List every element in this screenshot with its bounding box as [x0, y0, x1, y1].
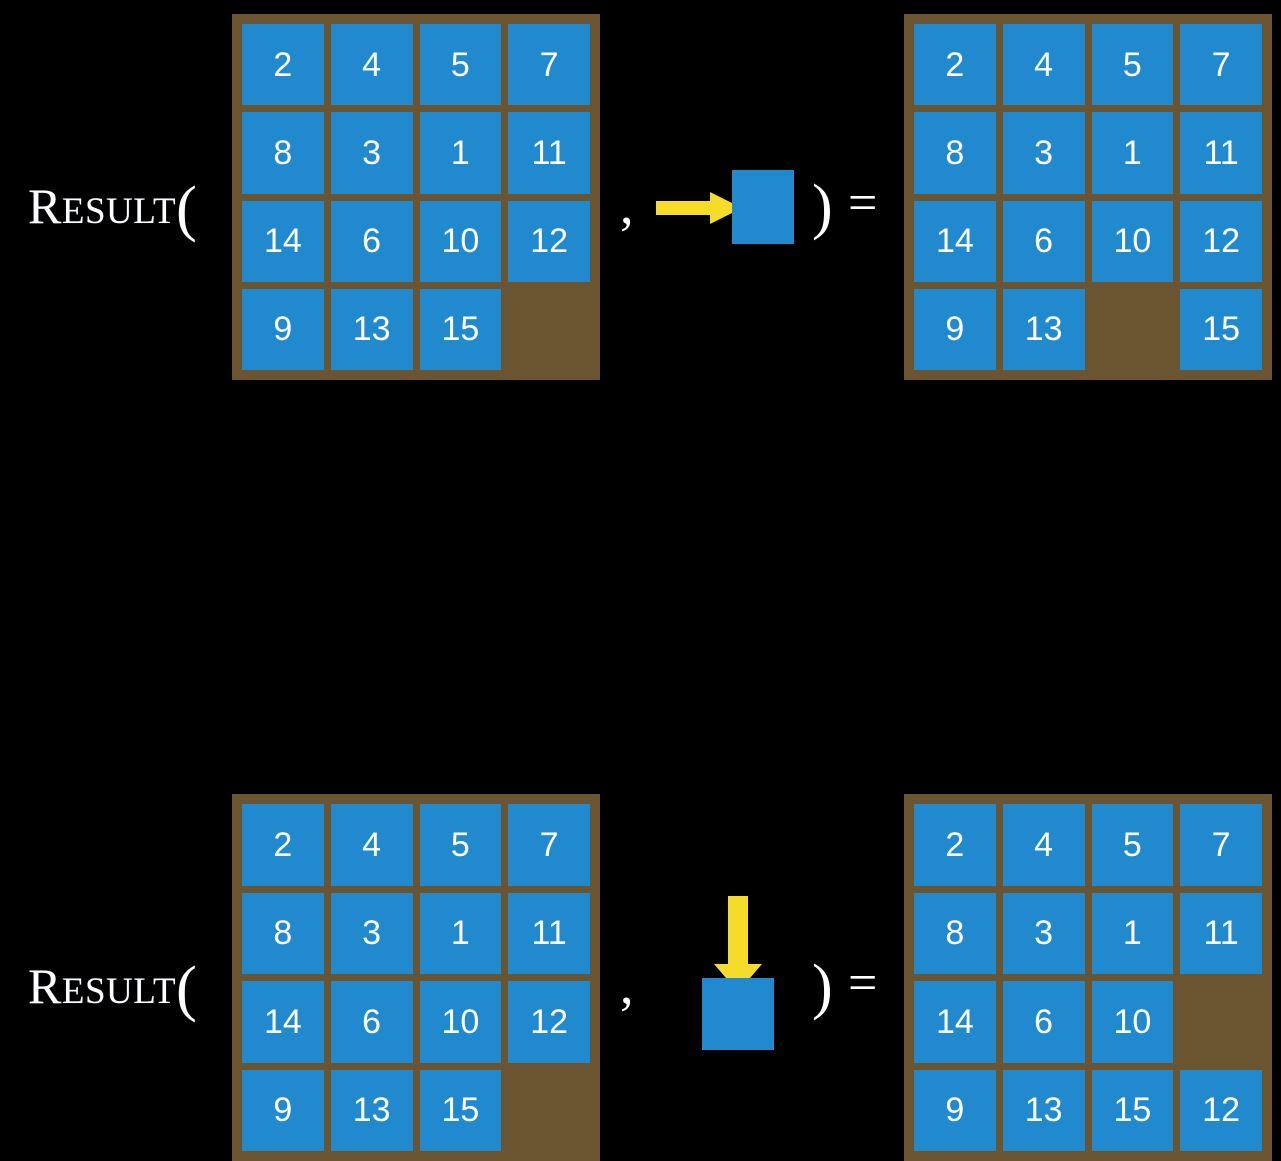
input-board-row-2[interactable]: 2 4 5 7 8 3 1 11 14 6 10 12 9 13 15: [232, 794, 600, 1161]
tile[interactable]: 8: [914, 112, 996, 194]
output-board-row-1[interactable]: 2 4 5 7 8 3 1 11 14 6 10 12 9 13 15: [904, 14, 1272, 380]
tile[interactable]: 5: [1091, 804, 1174, 886]
output-board-row-2[interactable]: 2 4 5 7 8 3 1 11 14 6 10 9 13 15 12: [904, 794, 1272, 1161]
tile[interactable]: 14: [242, 981, 324, 1063]
tile[interactable]: 3: [1002, 112, 1085, 194]
argument-separator-comma: ,: [620, 175, 634, 235]
result-label-rest: ESULT: [61, 191, 177, 232]
tile[interactable]: 15: [1091, 1069, 1174, 1151]
tile[interactable]: 10: [419, 200, 502, 282]
tile[interactable]: 15: [419, 288, 502, 370]
tile[interactable]: 11: [508, 112, 590, 194]
tile[interactable]: 7: [508, 24, 590, 106]
tile[interactable]: 7: [1180, 24, 1262, 106]
result-label-rest: ESULT: [61, 971, 177, 1012]
right-arrow-icon: [656, 192, 742, 224]
tile[interactable]: 8: [242, 892, 324, 974]
tile[interactable]: 14: [242, 200, 324, 282]
tile[interactable]: 2: [242, 804, 324, 886]
tile[interactable]: 2: [914, 24, 996, 106]
tile[interactable]: 15: [1180, 288, 1262, 370]
blank-tile[interactable]: [1180, 981, 1262, 1063]
result-function-label: RESULT(: [28, 172, 197, 240]
tile[interactable]: 1: [419, 892, 502, 974]
tile[interactable]: 10: [1091, 981, 1174, 1063]
tile[interactable]: 12: [508, 200, 590, 282]
blank-tile[interactable]: [508, 1070, 590, 1152]
tile[interactable]: 9: [242, 1069, 324, 1151]
tile[interactable]: 4: [1002, 804, 1085, 886]
result-label-initial: R: [28, 958, 62, 1014]
blank-tile-icon: [702, 978, 774, 1050]
tile[interactable]: 2: [914, 804, 996, 886]
tile[interactable]: 14: [914, 200, 996, 282]
tile[interactable]: 9: [242, 288, 324, 370]
tile[interactable]: 1: [1091, 892, 1174, 974]
tile[interactable]: 8: [914, 892, 996, 974]
argument-separator-comma: ,: [620, 955, 634, 1015]
tile[interactable]: 6: [1002, 981, 1085, 1063]
tile[interactable]: 4: [330, 804, 413, 886]
tile[interactable]: 10: [419, 981, 502, 1063]
tile[interactable]: 4: [330, 24, 413, 106]
tile[interactable]: 11: [1180, 892, 1262, 974]
tile[interactable]: 3: [1002, 892, 1085, 974]
tile[interactable]: 6: [330, 200, 413, 282]
input-board-row-1[interactable]: 2 4 5 7 8 3 1 11 14 6 10 12 9 13 15: [232, 14, 600, 380]
equation-row-2: RESULT( 2 4 5 7 8 3 1 11 14 6 10 12 9 13…: [0, 390, 1281, 1161]
tile[interactable]: 12: [1180, 200, 1262, 282]
blank-tile[interactable]: [508, 289, 590, 370]
tile[interactable]: 13: [330, 1069, 413, 1151]
tile[interactable]: 10: [1091, 200, 1174, 282]
action-move-right: [656, 170, 806, 248]
tile[interactable]: 9: [914, 1069, 996, 1151]
tile[interactable]: 6: [330, 981, 413, 1063]
blank-tile[interactable]: [1092, 289, 1174, 370]
equals-sign: =: [848, 175, 878, 232]
tile[interactable]: 14: [914, 981, 996, 1063]
tile[interactable]: 9: [914, 288, 996, 370]
tile[interactable]: 12: [1180, 1069, 1262, 1151]
result-label-initial: R: [28, 178, 62, 234]
result-function-label: RESULT(: [28, 952, 197, 1020]
tile[interactable]: 12: [508, 981, 590, 1063]
tile[interactable]: 5: [419, 24, 502, 106]
tile[interactable]: 13: [330, 288, 413, 370]
action-move-down: [698, 896, 808, 1052]
tile[interactable]: 2: [242, 24, 324, 106]
close-paren: ): [812, 173, 833, 241]
equation-row-1: RESULT( 2 4 5 7 8 3 1 11 14 6 10 12 9 13…: [0, 0, 1281, 390]
tile[interactable]: 1: [419, 112, 502, 194]
open-paren: (: [176, 955, 198, 1023]
tile[interactable]: 15: [419, 1069, 502, 1151]
tile[interactable]: 13: [1002, 288, 1085, 370]
tile[interactable]: 7: [508, 804, 590, 886]
tile[interactable]: 11: [1180, 112, 1262, 194]
tile[interactable]: 13: [1002, 1069, 1085, 1151]
close-paren: ): [812, 953, 833, 1021]
tile[interactable]: 5: [1091, 24, 1174, 106]
tile[interactable]: 6: [1002, 200, 1085, 282]
tile[interactable]: 4: [1002, 24, 1085, 106]
tile[interactable]: 1: [1091, 112, 1174, 194]
blank-tile-icon: [732, 170, 794, 244]
tile[interactable]: 8: [242, 112, 324, 194]
tile[interactable]: 3: [330, 892, 413, 974]
equals-sign: =: [848, 955, 878, 1012]
tile[interactable]: 7: [1180, 804, 1262, 886]
tile[interactable]: 11: [508, 892, 590, 974]
open-paren: (: [176, 175, 198, 243]
tile[interactable]: 5: [419, 804, 502, 886]
tile[interactable]: 3: [330, 112, 413, 194]
